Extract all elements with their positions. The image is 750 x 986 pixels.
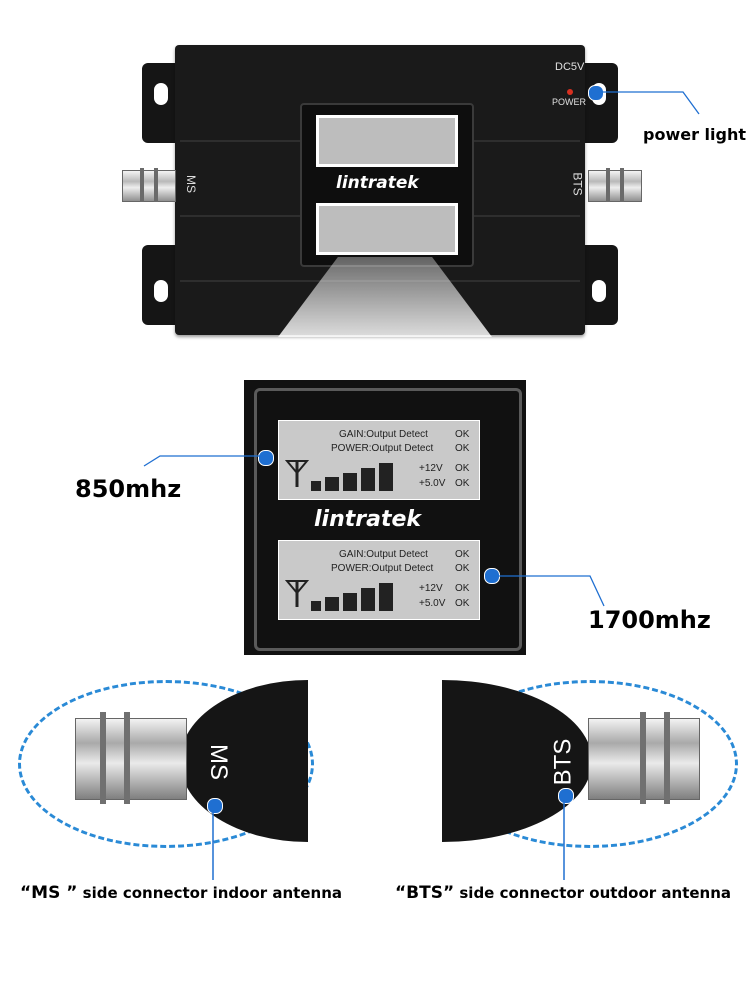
signal-bar xyxy=(343,473,357,491)
panel-brand-logo: lintratek xyxy=(314,507,422,532)
lcd-row-label: +12V xyxy=(419,583,443,594)
mounting-hole xyxy=(592,280,606,302)
lcd-row-status: OK xyxy=(455,598,470,609)
signal-bar xyxy=(361,588,375,611)
band-1700-callout-line xyxy=(492,575,605,607)
display-panel-frame xyxy=(254,388,522,651)
lcd-row-label: GAIN:Output Detect xyxy=(339,429,428,440)
lcd-row-label: +5.0V xyxy=(419,598,446,609)
connector-ring xyxy=(664,712,670,804)
connector-ring xyxy=(606,168,610,202)
ms-caption-text: side connector indoor antenna xyxy=(77,884,342,902)
power-led xyxy=(567,89,573,95)
lcd-row-label: +5.0V xyxy=(419,478,446,489)
display-panel-closeup: GAIN:Output Detect OK POWER:Output Detec… xyxy=(244,380,526,655)
lcd-row-label: POWER:Output Detect xyxy=(331,563,434,574)
lcd-row-label: POWER:Output Detect xyxy=(331,443,434,454)
lcd-row-label: +12V xyxy=(419,463,443,474)
signal-bar xyxy=(343,593,357,611)
ms-caption-name: “MS ” xyxy=(20,883,78,903)
power-light-callout-line xyxy=(597,91,700,115)
mounting-hole xyxy=(154,280,168,302)
lcd-screen-1700: GAIN:Output Detect OK POWER:Output Detec… xyxy=(278,540,480,620)
power-label: POWER xyxy=(552,97,587,107)
lcd-row-status: OK xyxy=(455,463,470,474)
ms-closeup-label: MS xyxy=(205,744,232,780)
lcd-screen-850: GAIN:Output Detect OK POWER:Output Detec… xyxy=(278,420,480,500)
signal-bar xyxy=(311,481,321,491)
signal-bar xyxy=(325,477,339,491)
power-light-callout-dot xyxy=(588,85,604,101)
ms-callout-line xyxy=(212,810,214,880)
antenna-icon xyxy=(285,580,309,607)
lcd-row-status: OK xyxy=(455,429,470,440)
ms-caption: “MS ” side connector indoor antenna xyxy=(20,883,342,903)
lcd-screen-1 xyxy=(316,115,458,167)
connector-ring xyxy=(140,168,144,202)
connector-ring xyxy=(620,168,624,202)
bts-closeup-label: BTS xyxy=(549,738,577,786)
bts-callout-dot xyxy=(558,788,574,804)
bts-caption: “BTS” side connector outdoor antenna xyxy=(395,883,731,903)
signal-bar xyxy=(361,468,375,491)
ms-port-label: MS xyxy=(184,175,198,193)
signal-bar xyxy=(379,463,393,491)
mounting-hole xyxy=(154,83,168,105)
lcd-row-status: OK xyxy=(455,549,470,560)
ms-callout-dot xyxy=(207,798,223,814)
lcd-row-status: OK xyxy=(455,478,470,489)
connector-ring xyxy=(100,712,106,804)
band-850-label: 850mhz xyxy=(75,475,182,503)
antenna-icon xyxy=(285,460,309,487)
band-1700-label: 1700mhz xyxy=(588,606,711,634)
connector-ring xyxy=(154,168,158,202)
connector-ring xyxy=(124,712,130,804)
dc-input-label: DC5V xyxy=(555,61,585,73)
signal-bar xyxy=(379,583,393,611)
repeater-device-top-view: MS BTS DC5V POWER lintratek xyxy=(122,35,642,337)
device-display-frame: lintratek xyxy=(300,103,474,267)
signal-bar xyxy=(325,597,339,611)
power-light-label: power light xyxy=(643,125,746,144)
band-850-callout-dot xyxy=(258,450,274,466)
bts-caption-name: “BTS” xyxy=(395,883,455,903)
connector-ring xyxy=(640,712,646,804)
bts-callout-line xyxy=(563,800,565,880)
lcd-row-status: OK xyxy=(455,583,470,594)
ms-closeup-outline xyxy=(18,680,314,848)
bts-caption-text: side connector outdoor antenna xyxy=(454,884,732,902)
lcd-row-label: GAIN:Output Detect xyxy=(339,549,428,560)
bts-connector xyxy=(588,170,642,202)
bts-port-label: BTS xyxy=(570,172,585,196)
ms-connector xyxy=(122,170,176,202)
band-850-callout-line xyxy=(143,455,263,467)
lcd-screen-2 xyxy=(316,203,458,255)
ms-closeup-connector xyxy=(75,718,187,800)
lcd-row-status: OK xyxy=(455,563,470,574)
device-brand-logo: lintratek xyxy=(336,173,419,193)
lcd-row-status: OK xyxy=(455,443,470,454)
signal-bar xyxy=(311,601,321,611)
